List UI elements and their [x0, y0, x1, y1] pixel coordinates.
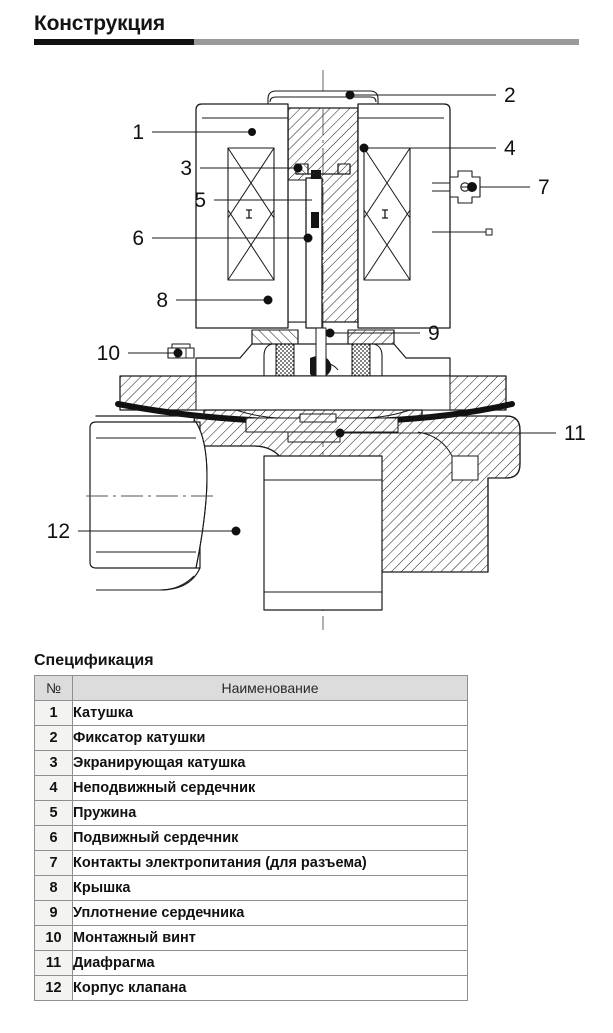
table-row: 12 Корпус клапана — [34, 975, 468, 1001]
coil-winding-right — [363, 147, 411, 281]
row-no: 6 — [34, 825, 73, 851]
table-row: 4 Неподвижный сердечник — [34, 775, 468, 801]
callout-label-1: 1 — [132, 121, 144, 144]
valve-body — [86, 409, 521, 611]
row-no: 12 — [34, 975, 73, 1001]
power-terminal — [432, 170, 493, 236]
header-cell-name: Наименование — [72, 675, 468, 701]
row-no: 10 — [34, 925, 73, 951]
row-no: 3 — [34, 750, 73, 776]
row-name: Экранирующая катушка — [72, 750, 468, 776]
coil-winding-left — [227, 147, 275, 281]
row-name: Корпус клапана — [72, 975, 468, 1001]
callout-label-9: 9 — [428, 322, 440, 345]
specification-section: Спецификация № Наименование 1 Катушка 2 … — [34, 652, 468, 1001]
row-name: Неподвижный сердечник — [72, 775, 468, 801]
row-name: Крышка — [72, 875, 468, 901]
row-no: 5 — [34, 800, 73, 826]
table-row: 8 Крышка — [34, 875, 468, 901]
callout-leaders — [78, 90, 556, 536]
callout-label-6: 6 — [132, 227, 144, 250]
callout-label-11: 11 — [564, 422, 586, 445]
row-name: Фиксатор катушки — [72, 725, 468, 751]
callout-label-7: 7 — [538, 176, 550, 199]
header-rule — [34, 38, 579, 45]
callout-label-8: 8 — [156, 289, 168, 312]
specification-table: № Наименование 1 Катушка 2 Фиксатор кату… — [34, 675, 468, 1001]
table-row: 6 Подвижный сердечник — [34, 825, 468, 851]
row-no: 2 — [34, 725, 73, 751]
callout-label-2: 2 — [504, 84, 516, 107]
row-name: Катушка — [72, 700, 468, 726]
fixed-core — [287, 107, 359, 323]
row-no: 11 — [34, 950, 73, 976]
row-name: Уплотнение сердечника — [72, 900, 468, 926]
callout-label-3: 3 — [180, 157, 192, 180]
callout-label-4: 4 — [504, 137, 516, 160]
table-header-row: № Наименование — [34, 675, 468, 701]
page-title: Конструкция — [34, 12, 165, 35]
table-row: 10 Монтажный винт — [34, 925, 468, 951]
row-no: 7 — [34, 850, 73, 876]
movable-core — [305, 170, 323, 329]
row-name: Диафрагма — [72, 950, 468, 976]
row-name: Пружина — [72, 800, 468, 826]
callout-label-10: 10 — [97, 342, 120, 365]
row-name: Подвижный сердечник — [72, 825, 468, 851]
table-row: 1 Катушка — [34, 700, 468, 726]
specification-heading: Спецификация — [34, 652, 154, 669]
callout-numbers: 1 2 3 4 5 6 7 8 9 10 11 12 — [47, 84, 586, 543]
row-no: 8 — [34, 875, 73, 901]
table-row: 11 Диафрагма — [34, 950, 468, 976]
table-row: 2 Фиксатор катушки — [34, 725, 468, 751]
row-name: Контакты электропитания (для разъема) — [72, 850, 468, 876]
table-row: 5 Пружина — [34, 800, 468, 826]
row-no: 1 — [34, 700, 73, 726]
header-cell-no: № — [34, 675, 73, 701]
callout-label-5: 5 — [194, 189, 206, 212]
table-row: 3 Экранирующая катушка — [34, 750, 468, 776]
callout-label-12: 12 — [47, 520, 70, 543]
header-rule-light — [194, 38, 579, 45]
table-row: 7 Контакты электропитания (для разъема) — [34, 850, 468, 876]
construction-diagram: 1 2 3 4 5 6 7 8 9 10 11 12 — [0, 52, 613, 642]
table-body: 1 Катушка 2 Фиксатор катушки 3 Экранирую… — [34, 700, 468, 1001]
row-no: 9 — [34, 900, 73, 926]
row-name: Монтажный винт — [72, 925, 468, 951]
header-rule-dark — [34, 38, 194, 45]
valve-cross-section-drawing: 1 2 3 4 5 6 7 8 9 10 11 12 — [47, 70, 586, 630]
section-header: Конструкция — [34, 12, 579, 45]
table-row: 9 Уплотнение сердечника — [34, 900, 468, 926]
row-no: 4 — [34, 775, 73, 801]
